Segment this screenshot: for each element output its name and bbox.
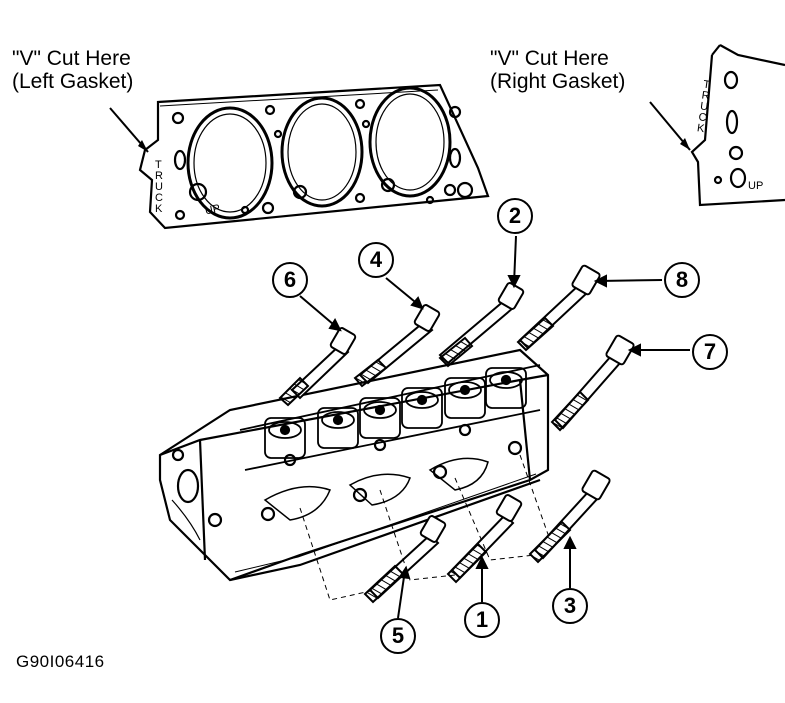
head-bolt-4 <box>353 304 441 388</box>
head-bolt-6 <box>278 327 357 407</box>
callout-6: 6 <box>272 262 308 298</box>
head-bolt-3 <box>528 469 611 564</box>
left-gasket-label: "V" Cut Here (Left Gasket) <box>12 47 134 93</box>
figure-id: G90I06416 <box>16 652 105 671</box>
left-gasket-truck-mark: TRUCK <box>155 159 163 215</box>
callout-7: 7 <box>692 334 728 370</box>
head-bolt-7 <box>550 334 635 432</box>
head-bolt-2 <box>438 282 525 368</box>
right-gasket-up-mark: UP <box>748 180 764 192</box>
callout-4: 4 <box>358 242 394 278</box>
callout-3: 3 <box>552 588 588 624</box>
callout-8: 8 <box>664 262 700 298</box>
head-bolt-1 <box>446 494 523 584</box>
right-head-gasket <box>690 44 785 207</box>
callout-5: 5 <box>380 618 416 654</box>
cylinder-head <box>158 348 550 582</box>
right-gasket-label: "V" Cut Here (Right Gasket) <box>490 47 626 93</box>
callout-leaders <box>299 235 690 619</box>
head-bolt-8 <box>516 264 601 352</box>
left-head-gasket <box>138 83 490 230</box>
head-bolts <box>278 264 635 604</box>
head-bolt-5 <box>363 515 447 604</box>
callout-1: 1 <box>464 602 500 638</box>
callout-2: 2 <box>497 198 533 234</box>
